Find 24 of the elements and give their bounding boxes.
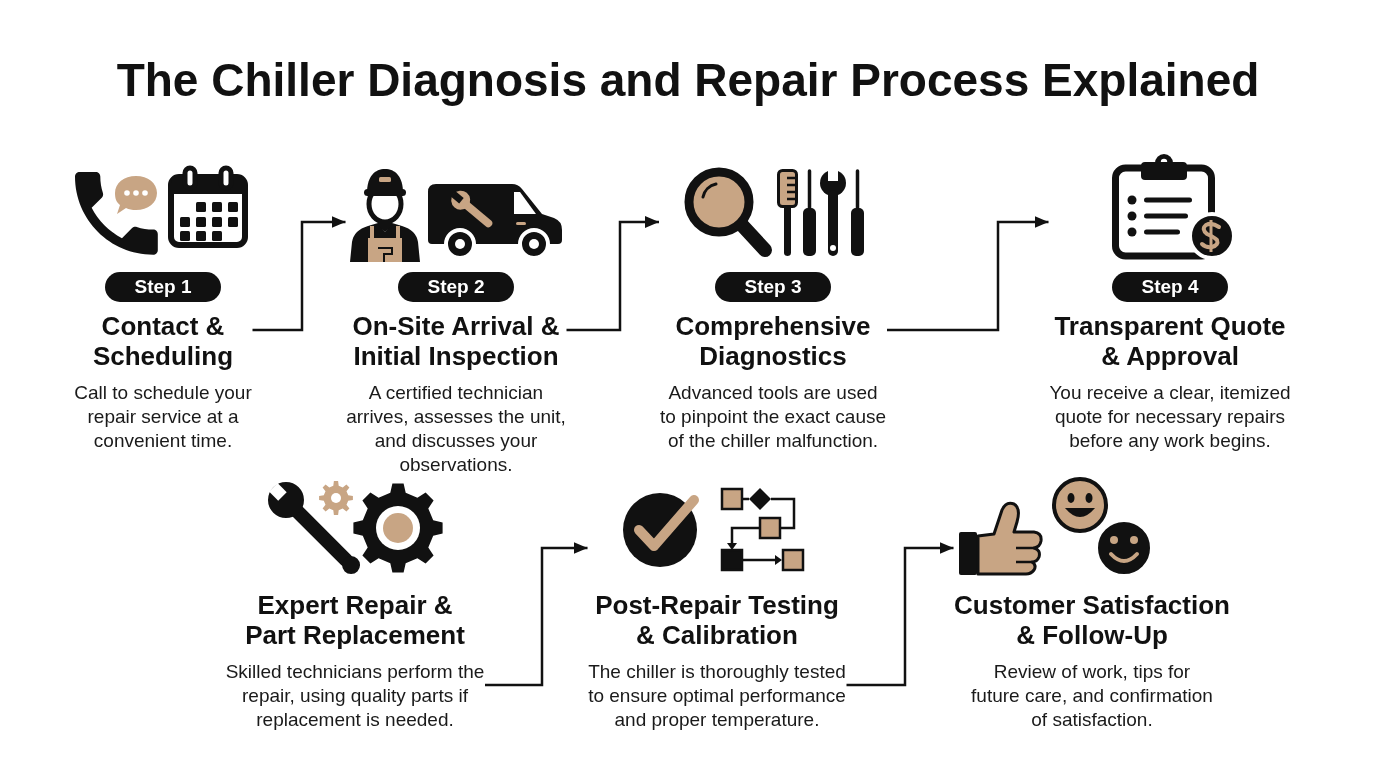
connector-arrow (887, 216, 1049, 332)
connector-arrow (566, 216, 659, 332)
step-title: Contact & Scheduling (92, 311, 234, 371)
step-badge: Step 4 (1112, 272, 1228, 302)
step-description: You receive a clear, itemized quote for necessary repairs before any work begins. (1048, 381, 1292, 453)
step-description: Advanced tools are used to pinpoint the exact cause of the chiller malfunction. (659, 381, 887, 453)
step-badge: Step 2 (398, 272, 514, 302)
step-description: Skilled technicians perform the repair, using quality parts if replacement is needed. (225, 660, 485, 732)
step-description: A certified technician arrives, assesses the unit, and discusses your observations. (345, 381, 567, 477)
step-title: Transparent Quote & Approval (1053, 311, 1287, 371)
step-title: On-Site Arrival & Initial Inspection (351, 311, 561, 371)
step-title: Customer Satisfaction & Follow-Up (953, 590, 1231, 650)
page-title: The Chiller Diagnosis and Repair Process Explained (116, 53, 1260, 108)
connector-arrow (846, 542, 954, 687)
connector-arrow (252, 216, 346, 332)
step-badge: Step 1 (105, 272, 221, 302)
step-title: Post-Repair Testing & Calibration (594, 590, 840, 650)
step-description: Review of work, tips for future care, and confirmation of satisfaction. (970, 660, 1214, 732)
step-title: Expert Repair & Part Replacement (244, 590, 466, 650)
step-description: Call to schedule your repair service at a convenient time. (73, 381, 253, 453)
step-badge: Step 3 (715, 272, 831, 302)
step-description: The chiller is thoroughly tested to ensure optimal performance and proper temperature. (587, 660, 847, 732)
step-title: Comprehensive Diagnostics (674, 311, 872, 371)
connector-arrow (485, 542, 588, 687)
